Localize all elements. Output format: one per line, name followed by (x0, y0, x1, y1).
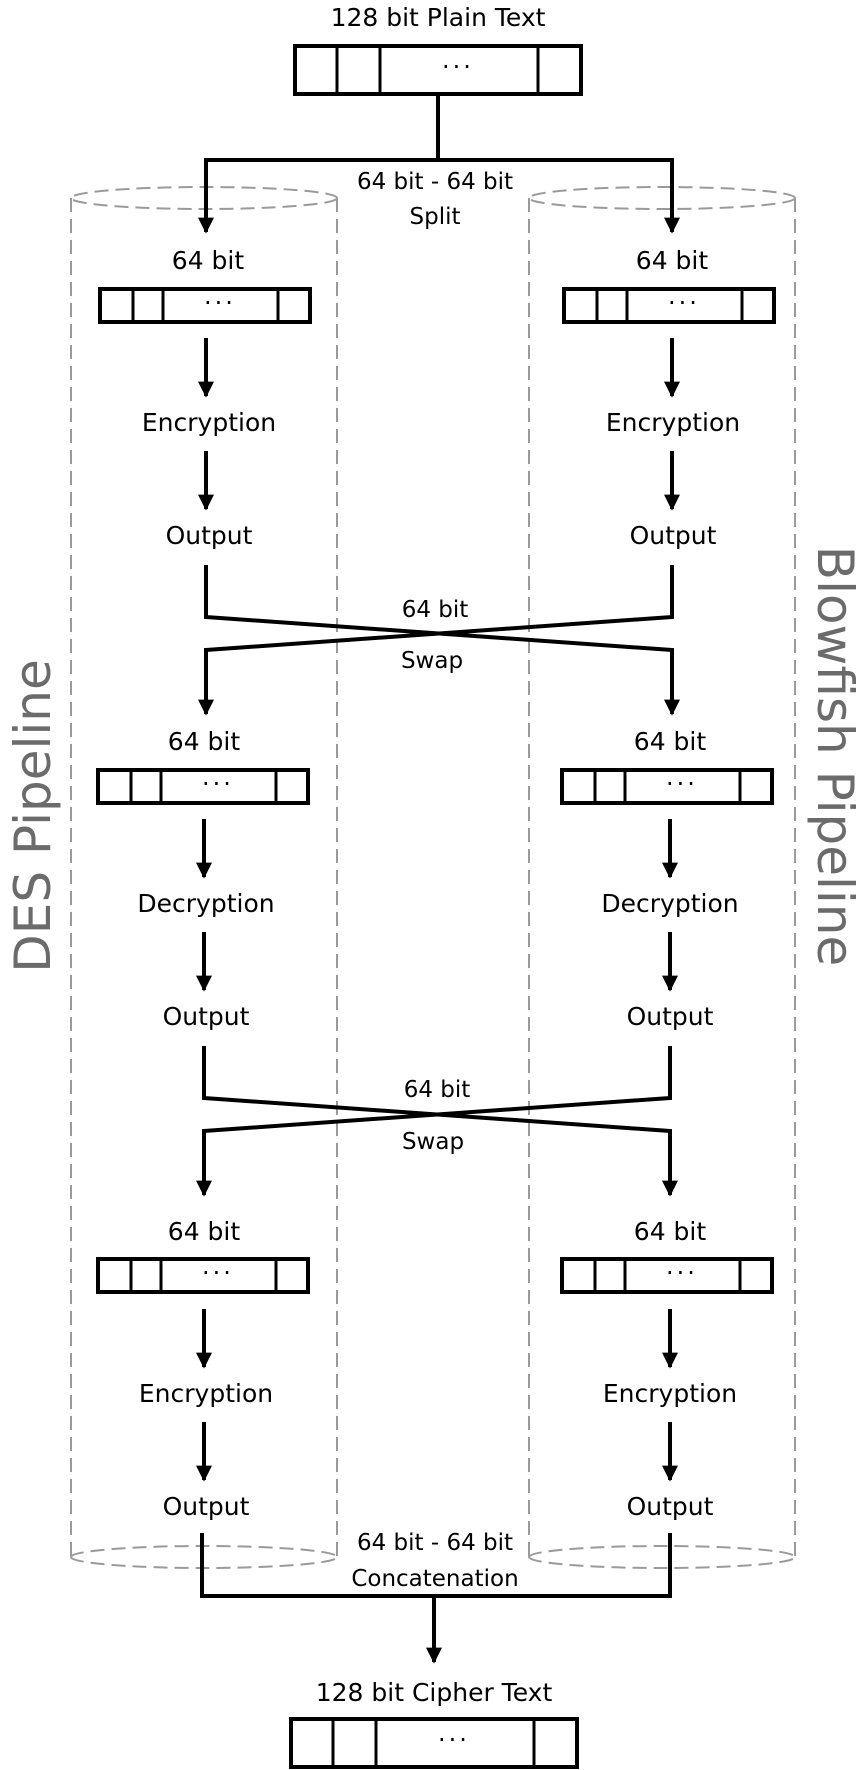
blowfish-stage2-output: Output (627, 1002, 714, 1031)
blowfish-stage1-op: Encryption (606, 408, 740, 437)
swap2-label: Swap (402, 1129, 464, 1155)
des-stage3-op: Encryption (139, 1379, 273, 1408)
swap1-size-label: 64 bit (402, 597, 469, 623)
swap1-label: Swap (401, 648, 463, 674)
split-connector-right (438, 158, 680, 234)
des-stage1-output: Output (166, 521, 253, 550)
concat-size-label: 64 bit - 64 bit (357, 1530, 513, 1556)
des-stage3-block-label: 64 bit (168, 1217, 241, 1246)
des-stage1-dots: ··· (204, 289, 236, 317)
blowfish-pipeline-title: Blowfish Pipeline (806, 546, 864, 966)
ciphertext-block: ··· (289, 1717, 579, 1769)
blowfish-stage3-block: ··· (560, 1257, 774, 1294)
des-stage3-block: ··· (96, 1257, 310, 1294)
des-stage2-op: Decryption (137, 889, 274, 918)
swap2-left-to-right (202, 1046, 678, 1197)
des-stage1-op: Encryption (142, 408, 276, 437)
split-label: Split (410, 204, 461, 230)
blowfish-pipeline-cylinder (528, 186, 796, 1569)
blowfish-stage1-output: Output (630, 521, 717, 550)
concat-label: Concatenation (351, 1566, 518, 1592)
des-stage2-dots: ··· (202, 770, 234, 798)
swap2-right-to-left (196, 1046, 672, 1197)
blowfish-stage2-op: Decryption (601, 889, 738, 918)
split-connector (198, 94, 440, 234)
swap1-left-to-right (204, 565, 680, 716)
blowfish-stage3-block-label: 64 bit (634, 1217, 707, 1246)
des-stage2-block: ··· (96, 768, 310, 805)
split-size-label: 64 bit - 64 bit (357, 169, 513, 195)
ciphertext-label: 128 bit Cipher Text (316, 1678, 553, 1707)
blowfish-stage1-dots: ··· (668, 289, 700, 317)
des-pipeline-title: DES Pipeline (4, 659, 62, 972)
plaintext-label: 128 bit Plain Text (331, 3, 546, 32)
swap2-size-label: 64 bit (404, 1077, 471, 1103)
blowfish-stage3-dots: ··· (666, 1259, 698, 1287)
blowfish-stage1-block: ··· (562, 287, 776, 324)
des-stage1-block: ··· (98, 287, 312, 324)
des-stage3-output: Output (163, 1492, 250, 1521)
blowfish-stage2-block-label: 64 bit (634, 727, 707, 756)
des-stage2-block-label: 64 bit (168, 727, 241, 756)
blowfish-stage1-block-label: 64 bit (636, 246, 709, 275)
ciphertext-dots: ··· (438, 1726, 470, 1754)
plaintext-dots: ··· (442, 53, 474, 81)
swap1-right-to-left (198, 565, 674, 716)
blowfish-stage2-block: ··· (560, 768, 774, 805)
des-stage3-dots: ··· (202, 1259, 234, 1287)
des-stage1-block-label: 64 bit (172, 246, 245, 275)
plaintext-block: ··· (293, 44, 583, 96)
des-stage2-output: Output (163, 1002, 250, 1031)
blowfish-stage3-op: Encryption (603, 1379, 737, 1408)
blowfish-stage2-dots: ··· (666, 770, 698, 798)
blowfish-stage3-output: Output (627, 1492, 714, 1521)
